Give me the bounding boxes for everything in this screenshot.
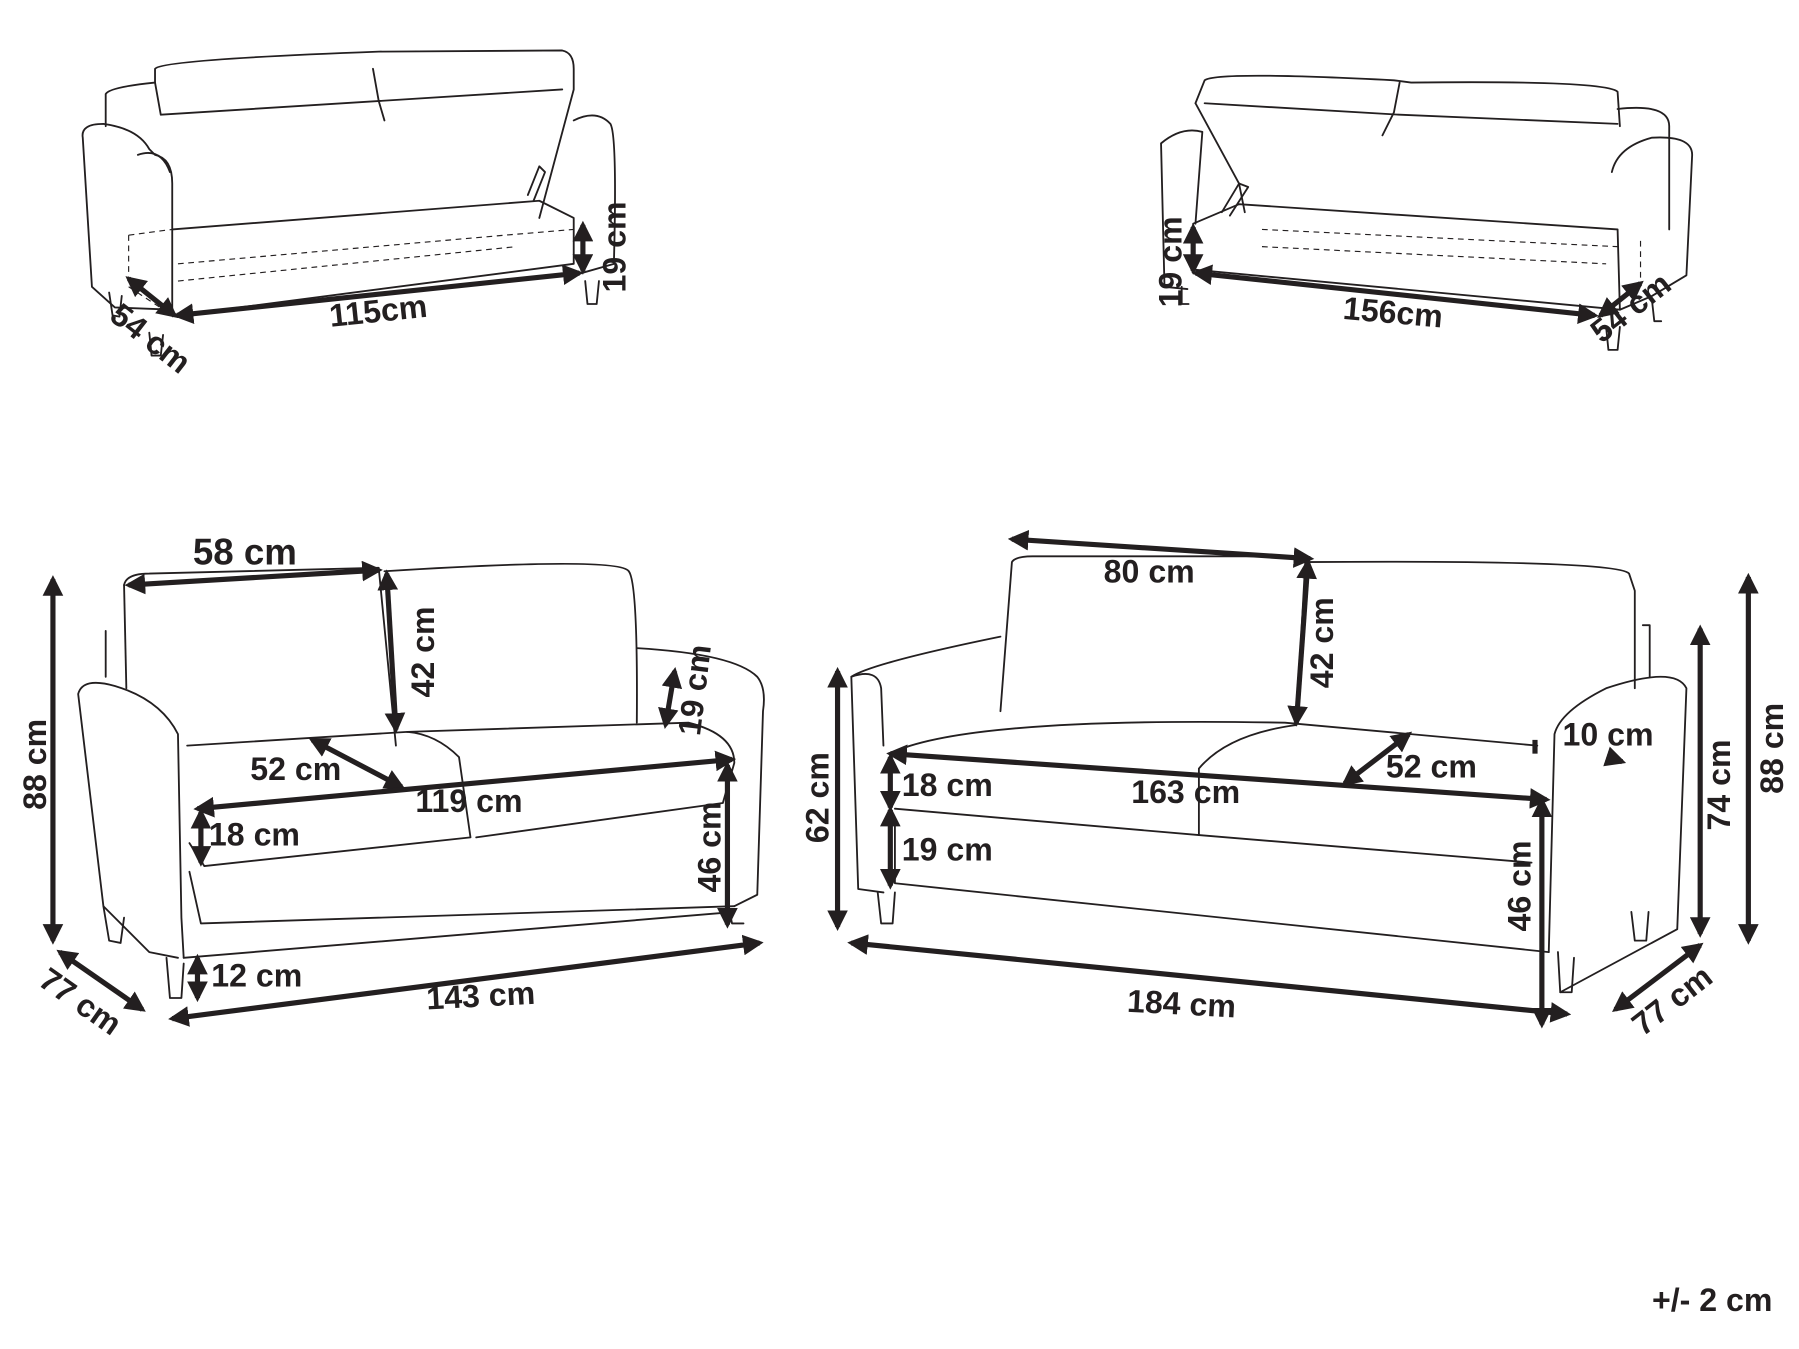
two-seater-backrest-width-label: 58 cm <box>193 531 297 572</box>
three-seater-total-height-label: 88 cm <box>1754 703 1790 794</box>
three-seater-seat-height-label: 46 cm <box>1501 840 1537 931</box>
two-seater-armrest-height-label: 19 cm <box>671 643 718 738</box>
two-seater-backrest-height-label: 42 cm <box>405 606 441 697</box>
three-seater-backrest-height-label: 42 cm <box>1304 597 1340 688</box>
top-left-storage-sofa: 115cm 54 cm 19 cm <box>81 49 632 380</box>
three-seater-cushion-height-label: 18 cm <box>902 767 993 803</box>
top-right-storage-sofa: 156cm 54 cm 19 cm <box>1153 74 1694 351</box>
two-seater-total-width-label: 143 cm <box>425 975 536 1017</box>
three-seater-backrest-width-label: 80 cm <box>1104 554 1195 590</box>
two-seater-seat-depth-label: 52 cm <box>250 751 341 787</box>
two-seater-total-height-label: 88 cm <box>17 719 53 810</box>
tolerance-note: +/- 2 cm <box>1652 1282 1772 1318</box>
two-seater-seat-width-label: 119 cm <box>415 783 522 819</box>
three-seater-total-width-label: 184 cm <box>1126 983 1237 1025</box>
two-seater-total-depth-label: 77 cm <box>33 960 128 1042</box>
three-seater-sofa: 80 cm 42 cm 10 cm 52 cm 163 cm 18 cm 19 … <box>799 529 1790 1043</box>
three-seater-arm-height-label: 62 cm <box>799 752 835 843</box>
top-left-height-label: 19 cm <box>596 201 632 292</box>
three-seater-arm-total-height-label: 74 cm <box>1701 739 1737 830</box>
two-seater-sofa: 58 cm 42 cm 19 cm 52 cm 119 cm 18 cm 46 … <box>17 531 765 1042</box>
three-seater-armrest-width-label: 10 cm <box>1563 717 1654 753</box>
three-seater-seat-width-label: 163 cm <box>1131 774 1240 810</box>
two-seater-seat-height-label: 46 cm <box>692 801 728 892</box>
three-seater-total-depth-label: 77 cm <box>1625 958 1719 1042</box>
three-seater-seat-depth-label: 52 cm <box>1386 749 1477 785</box>
top-right-length-label: 156cm <box>1342 290 1445 335</box>
two-seater-cushion-height-label: 18 cm <box>209 816 300 852</box>
three-seater-base-height-label: 19 cm <box>902 831 993 867</box>
top-right-height-label: 19 cm <box>1153 216 1189 307</box>
two-seater-leg-height-label: 12 cm <box>211 958 302 994</box>
